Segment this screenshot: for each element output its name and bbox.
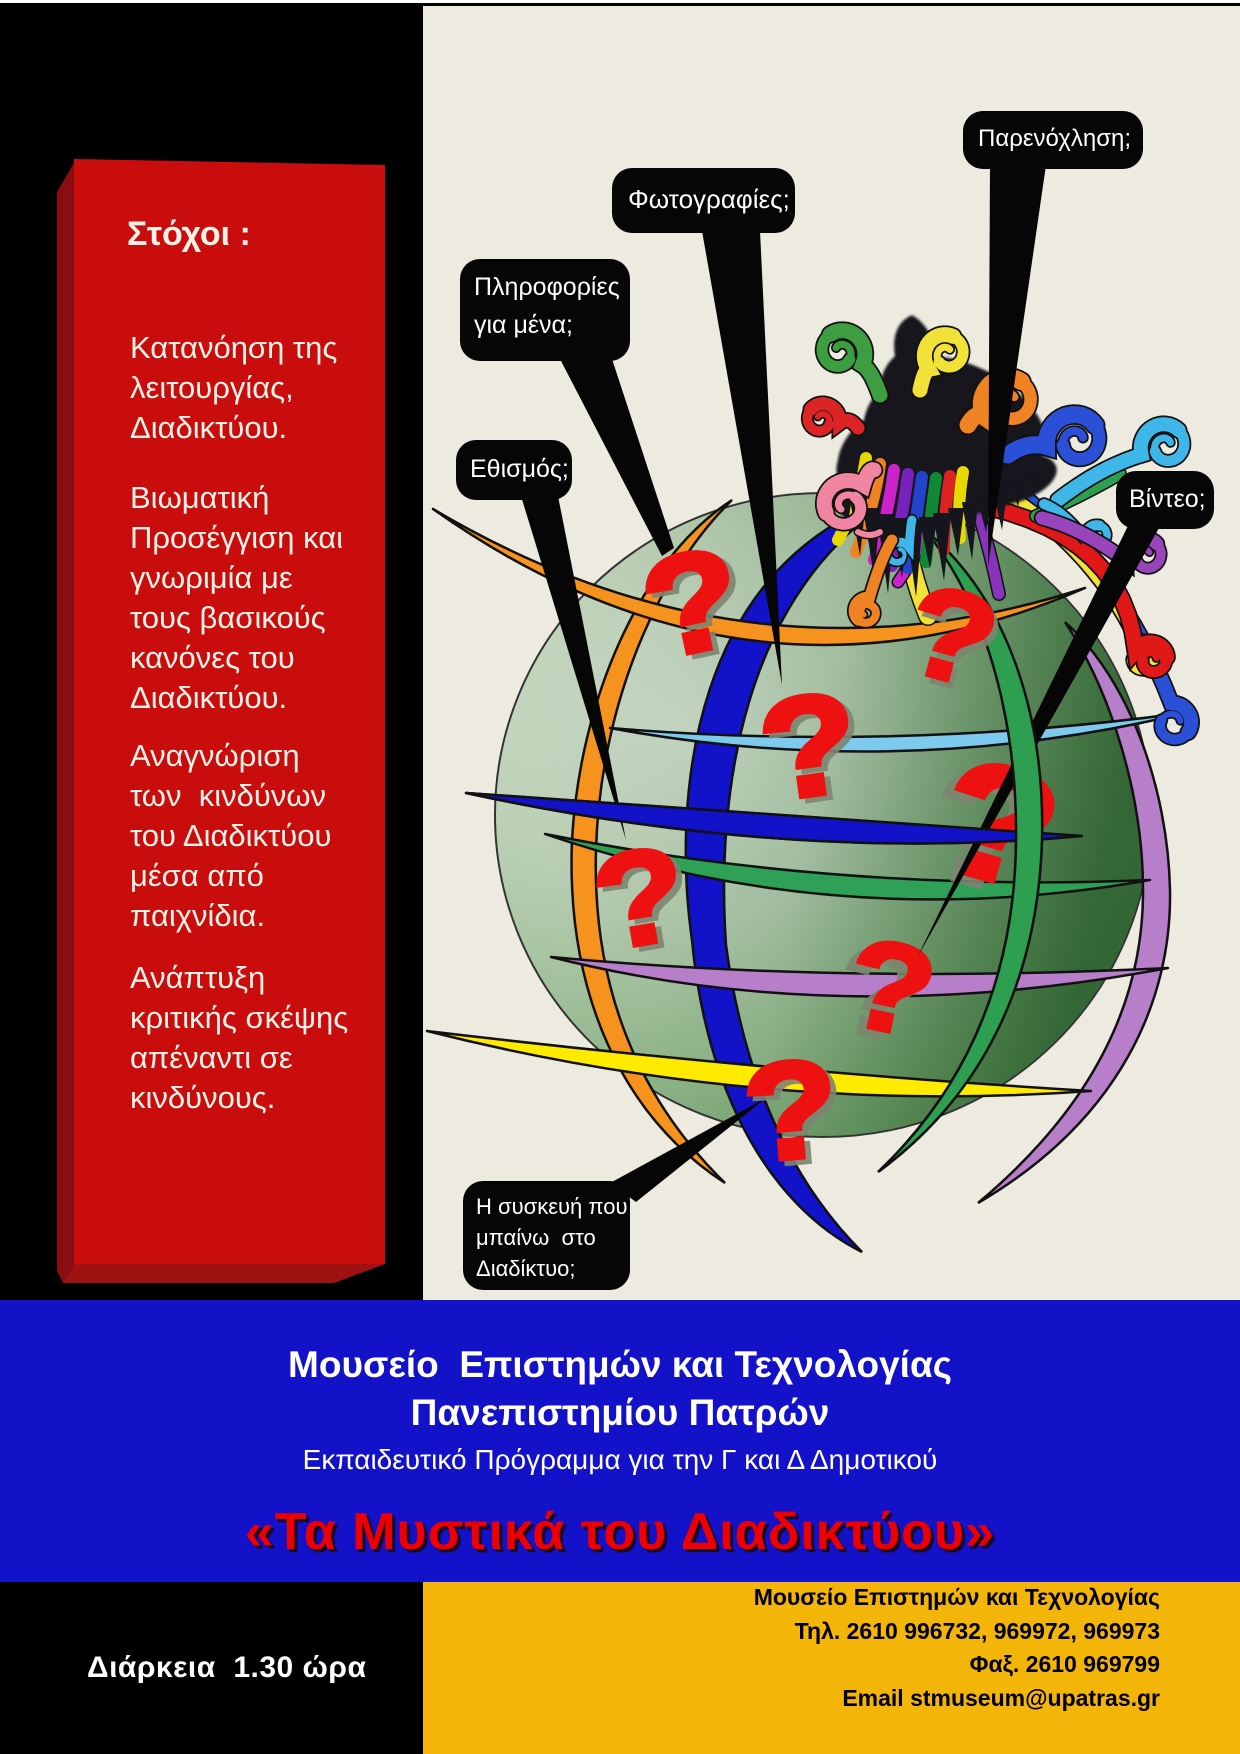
svg-text:?: ? (737, 1030, 845, 1192)
svg-text:?: ? (744, 1034, 852, 1196)
